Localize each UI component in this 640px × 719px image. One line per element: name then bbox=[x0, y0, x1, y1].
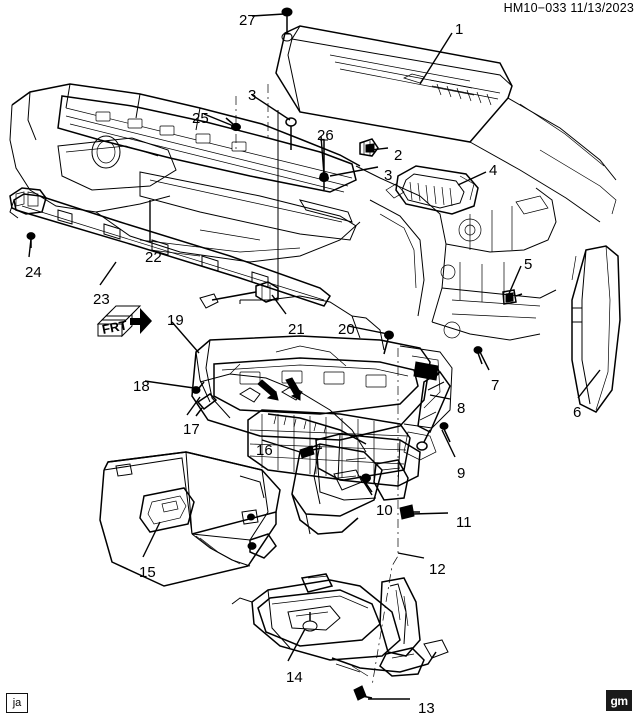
part-hinge-pin-7 bbox=[474, 347, 482, 364]
part-glovebox-housing bbox=[192, 296, 452, 480]
leader-line-5 bbox=[508, 266, 521, 296]
leader-line-24 bbox=[29, 239, 31, 257]
callout-16: 16 bbox=[256, 442, 273, 459]
callout-26: 26 bbox=[317, 127, 334, 144]
callout-4: 4 bbox=[489, 162, 498, 179]
part-defroster-grille bbox=[10, 84, 360, 262]
part-fasteners-group bbox=[362, 423, 451, 519]
leader-line-26 bbox=[321, 136, 324, 175]
leader-line-25 bbox=[204, 114, 236, 127]
leader-line-10 bbox=[360, 476, 372, 495]
part-damper-strut bbox=[417, 368, 450, 450]
callout-5: 5 bbox=[524, 256, 533, 273]
leader-line-27 bbox=[252, 14, 284, 16]
part-air-outlet-vent bbox=[396, 166, 478, 214]
callout-15: 15 bbox=[139, 564, 156, 581]
leader-line-3a bbox=[330, 167, 378, 176]
callout-12: 12 bbox=[429, 561, 446, 578]
front-direction-arrow: FRT bbox=[94, 302, 156, 347]
part-lower-trim-molding bbox=[10, 188, 330, 306]
author-stamp: ja bbox=[6, 693, 28, 713]
leader-line-21 bbox=[272, 295, 286, 314]
callout-1: 1 bbox=[455, 21, 464, 38]
leader-line-11 bbox=[412, 513, 448, 514]
callout-13: 13 bbox=[418, 700, 435, 717]
callout-19: 19 bbox=[167, 312, 184, 329]
callout-3a: 3 bbox=[384, 167, 393, 184]
leader-line-14 bbox=[288, 629, 305, 661]
leader-line-6 bbox=[578, 370, 600, 398]
leader-line-1 bbox=[420, 33, 452, 84]
hvac-structure-context bbox=[356, 166, 556, 340]
part-hinge-pins bbox=[192, 382, 216, 416]
leader-line-2 bbox=[371, 148, 388, 150]
callout-21: 21 bbox=[288, 321, 305, 338]
callout-9: 9 bbox=[457, 465, 466, 482]
callout-22: 22 bbox=[145, 249, 162, 266]
callout-23: 23 bbox=[93, 291, 110, 308]
part-support-bracket bbox=[316, 434, 420, 500]
callout-10: 10 bbox=[376, 502, 393, 519]
callout-2: 2 bbox=[394, 147, 403, 164]
part-lamp-switch bbox=[200, 282, 278, 308]
part-secondary-end-panel bbox=[292, 444, 382, 534]
leader-line-16 bbox=[262, 440, 300, 452]
leader-line-20 bbox=[348, 326, 388, 334]
part-retainer-clip bbox=[360, 139, 378, 156]
callout-3b: 3 bbox=[248, 87, 257, 104]
callout-14: 14 bbox=[286, 669, 303, 686]
part-glovebox-door-bin bbox=[100, 452, 280, 586]
leader-line-17 bbox=[187, 397, 200, 415]
leader-line-9 bbox=[442, 430, 455, 457]
part-upper-trim-pad bbox=[276, 26, 512, 142]
leader-line-3b bbox=[252, 95, 290, 120]
part-end-closeout-panel bbox=[572, 246, 620, 412]
callout-25: 25 bbox=[192, 110, 209, 127]
leader-line-7 bbox=[480, 352, 489, 370]
leader-line-18 bbox=[145, 381, 194, 388]
windshield-context bbox=[470, 98, 616, 222]
part-screws-3 bbox=[286, 118, 329, 190]
leader-line-8 bbox=[430, 395, 450, 399]
part-knee-bolster-reinforcement bbox=[232, 574, 448, 700]
part-bracket-fastener bbox=[503, 290, 522, 304]
callout-27: 27 bbox=[239, 12, 256, 29]
leader-line-19 bbox=[172, 322, 199, 353]
gm-logo: gm bbox=[606, 690, 632, 711]
callout-leader-lines bbox=[29, 14, 600, 699]
leader-line-23 bbox=[100, 262, 116, 285]
callout-7: 7 bbox=[491, 377, 500, 394]
leader-line-12 bbox=[398, 553, 424, 558]
sheet-header-code: HM10−033 11/13/2023 bbox=[503, 1, 634, 15]
callout-6: 6 bbox=[573, 404, 582, 421]
callout-8: 8 bbox=[457, 400, 466, 417]
callout-11: 11 bbox=[456, 514, 472, 531]
part-housing-screw bbox=[384, 331, 394, 354]
callout-24: 24 bbox=[25, 264, 42, 281]
callout-17: 17 bbox=[183, 421, 200, 438]
callout-18: 18 bbox=[133, 378, 150, 395]
callout-20: 20 bbox=[338, 321, 355, 338]
leader-line-15 bbox=[143, 522, 160, 557]
construction-dashed-lines bbox=[236, 84, 398, 686]
part-upper-push-pin bbox=[282, 8, 292, 41]
svg-text:FRT: FRT bbox=[101, 317, 129, 337]
leader-line-4 bbox=[458, 172, 486, 185]
